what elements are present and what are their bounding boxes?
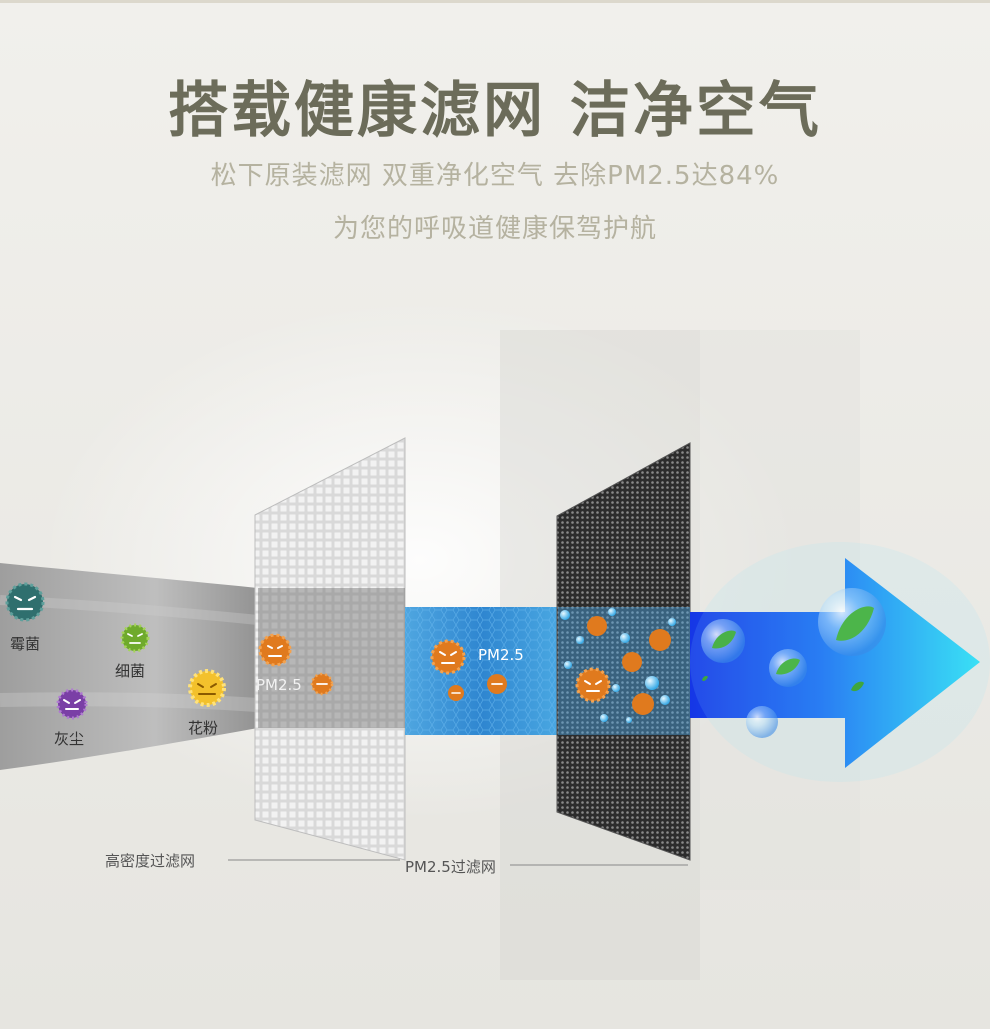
leaf-icon bbox=[851, 681, 864, 692]
pm25-filter bbox=[556, 442, 691, 861]
water-droplets bbox=[560, 608, 676, 723]
pm25-particle bbox=[310, 672, 334, 696]
subtitle-line-1: 松下原装滤网 双重净化空气 去除PM2.5达84% bbox=[210, 161, 780, 191]
leaf-bubble bbox=[701, 619, 745, 663]
bacteria-icon bbox=[120, 623, 150, 653]
leaf-icon bbox=[702, 676, 708, 681]
dust-icon bbox=[56, 688, 88, 720]
label-pollen: 花粉 bbox=[188, 719, 219, 737]
leaf-bubble bbox=[746, 706, 778, 738]
label-pm25-first-filter: PM2.5 bbox=[256, 676, 302, 694]
pollen-icon bbox=[188, 669, 226, 707]
pm25-particle bbox=[430, 639, 466, 675]
mold-icon bbox=[5, 582, 45, 622]
polluted-air-stream bbox=[0, 563, 258, 770]
trapped-particles bbox=[575, 616, 671, 715]
label-dust: 灰尘 bbox=[54, 730, 85, 748]
pm25-particle bbox=[448, 685, 464, 701]
label-mold: 霉菌 bbox=[10, 635, 41, 653]
pm25-particle bbox=[487, 674, 507, 694]
leaf-bubble bbox=[769, 649, 807, 687]
high-density-filter bbox=[254, 437, 406, 861]
label-pm25-blue-band: PM2.5 bbox=[478, 646, 524, 664]
pm25-particle bbox=[258, 633, 292, 667]
callout-high-density-filter: 高密度过滤网 bbox=[105, 852, 196, 870]
leaf-bubble bbox=[818, 588, 886, 656]
page-title: 搭载健康滤网 洁净空气 bbox=[168, 76, 822, 146]
callout-pm25-filter: PM2.5过滤网 bbox=[405, 858, 496, 876]
subtitle-line-2: 为您的呼吸道健康保驾护航 bbox=[332, 214, 657, 244]
label-bacteria: 细菌 bbox=[115, 662, 146, 680]
